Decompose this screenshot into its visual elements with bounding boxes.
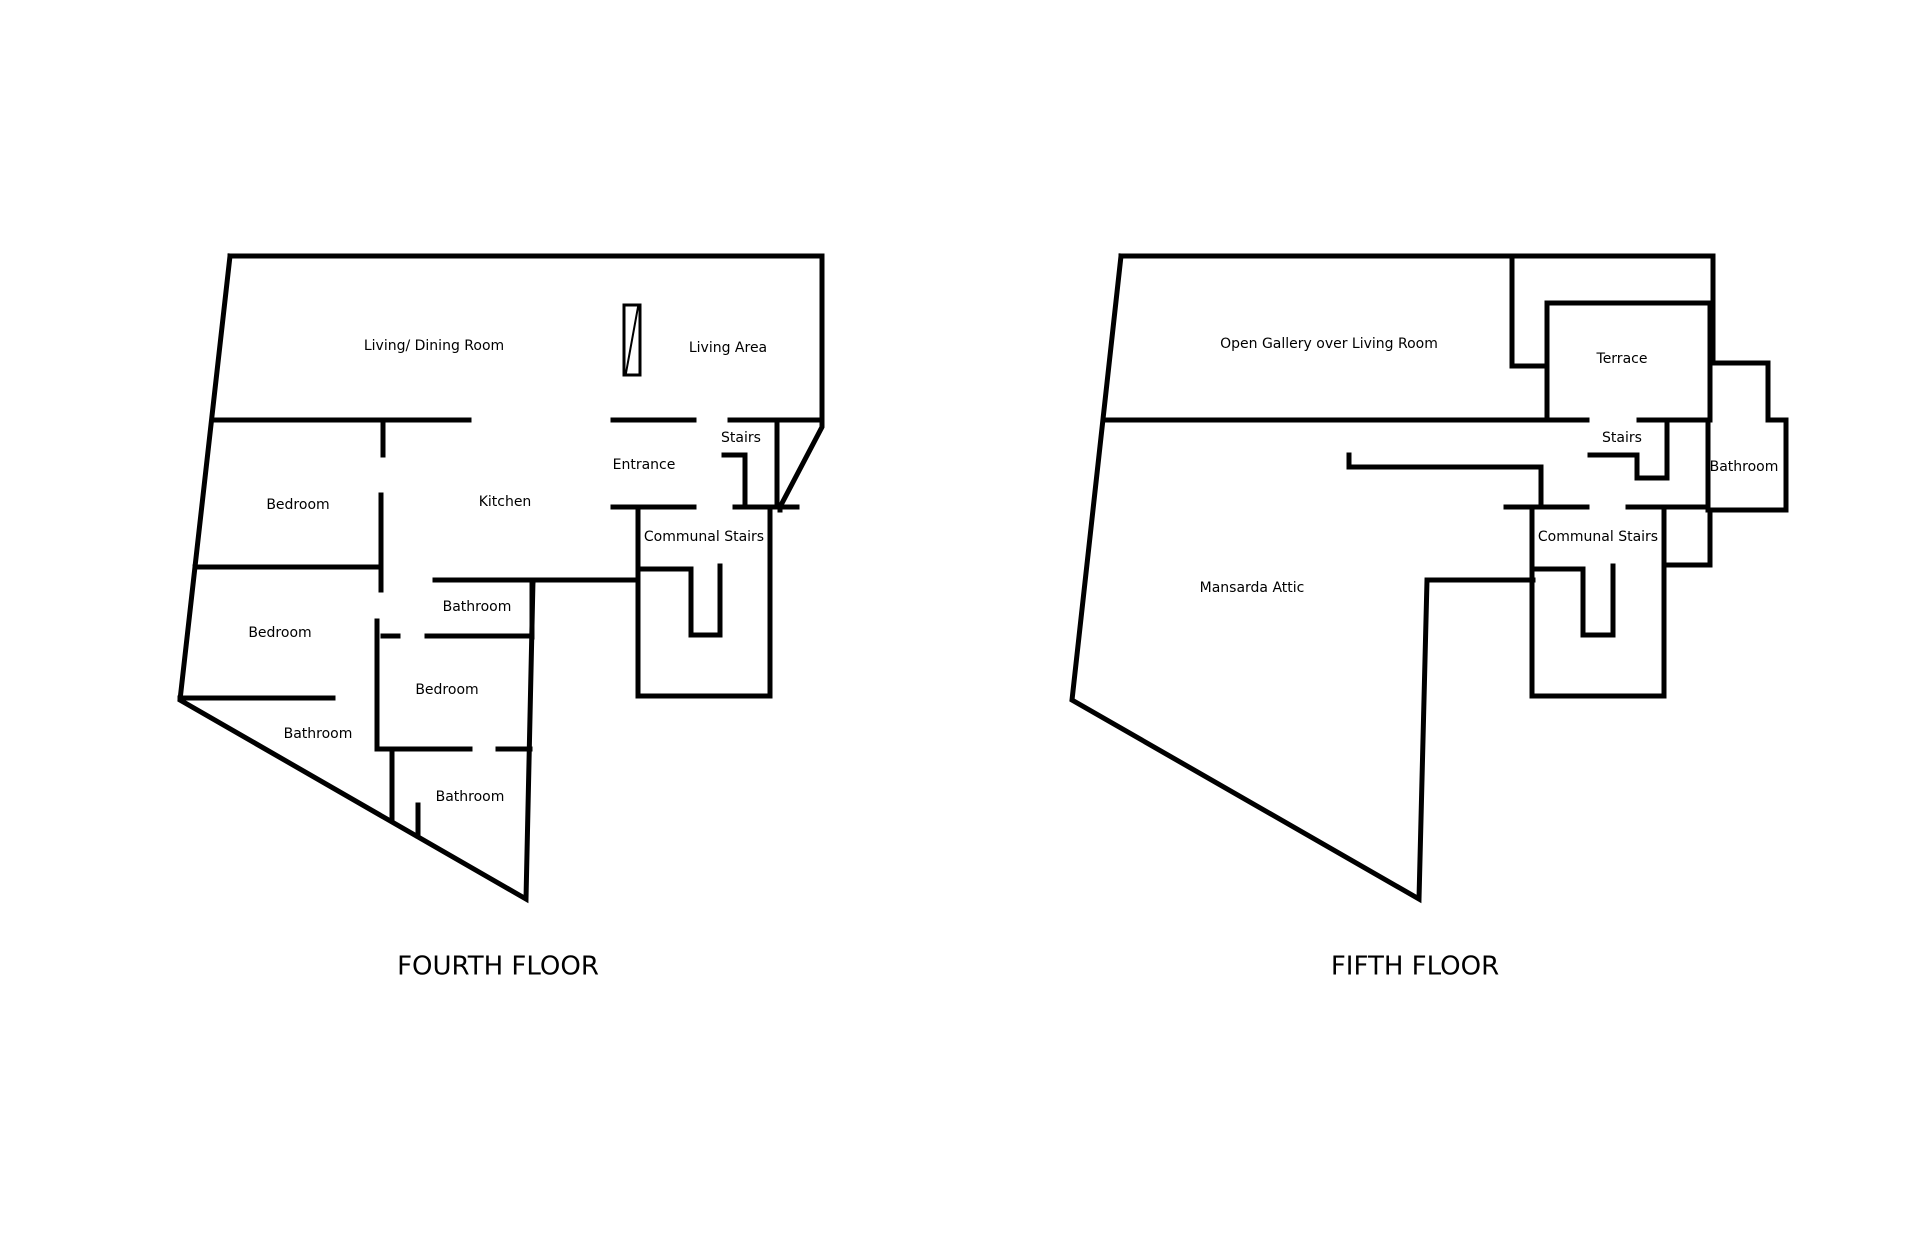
room-label-bedroom-2: Bedroom (248, 625, 311, 641)
fifth-floor-labels: Open Gallery over Living Room Terrace St… (1200, 336, 1779, 596)
room-label-stairs: Stairs (721, 430, 761, 446)
room-label-bedroom-1: Bedroom (266, 497, 329, 513)
room-label-living-dining: Living/ Dining Room (364, 338, 504, 354)
wall-terrace-notch (1509, 253, 1550, 369)
wall-right-step (1661, 507, 1713, 568)
room-label-bathroom: Bathroom (1710, 459, 1779, 475)
room-label-bedroom-3: Bedroom (415, 682, 478, 698)
fourth-floor-plan (177, 253, 825, 904)
wall-communal-stairs-inner (1532, 563, 1616, 638)
living-divider-column (622, 303, 642, 377)
wall-attic-partition (1346, 452, 1544, 510)
wall-communal-stairs-box (635, 509, 773, 699)
wall-communal-stairs-inner (638, 563, 723, 638)
wall-stairs-inner (721, 452, 748, 510)
wall-communal-stairs-box (1529, 504, 1667, 699)
fourth-floor-title: FOURTH FLOOR (397, 952, 599, 982)
room-label-bathroom-2: Bathroom (284, 726, 353, 742)
room-label-communal-stairs: Communal Stairs (644, 529, 764, 545)
room-label-mansarda-attic: Mansarda Attic (1200, 580, 1305, 596)
fifth-floor-title: FIFTH FLOOR (1331, 952, 1499, 982)
fifth-floor-plan (1069, 253, 1789, 904)
room-label-bathroom-1: Bathroom (443, 599, 512, 615)
fourth-floor-labels: Living/ Dining Room Living Area Stairs E… (248, 338, 767, 805)
wall-bathroom-protrusion (1705, 300, 1789, 513)
room-label-communal-stairs: Communal Stairs (1538, 529, 1658, 545)
living-divider-diagonal (624, 305, 640, 375)
room-label-living-area: Living Area (689, 340, 767, 356)
wall-stairs-inner (1587, 417, 1670, 481)
room-label-bathroom-3: Bathroom (436, 789, 505, 805)
room-label-stairs: Stairs (1602, 430, 1642, 446)
room-label-open-gallery: Open Gallery over Living Room (1220, 336, 1438, 352)
fifth-floor-outer-wall (1069, 253, 1716, 904)
wall-terrace-box (1544, 300, 1713, 423)
room-label-terrace: Terrace (1596, 351, 1648, 367)
room-label-kitchen: Kitchen (479, 494, 532, 510)
room-label-entrance: Entrance (613, 457, 676, 473)
